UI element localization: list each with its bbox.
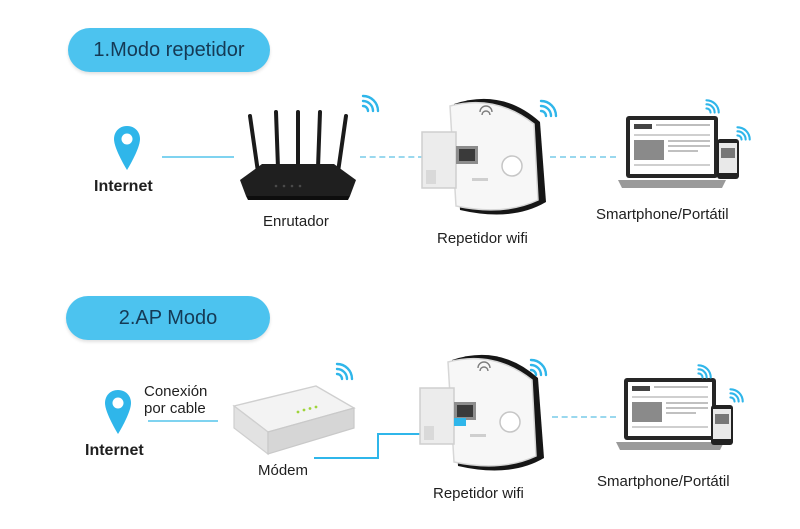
wifi-signal-icon (361, 94, 380, 113)
wifi-signal-icon (539, 99, 558, 118)
link-line (550, 156, 616, 158)
link-line (552, 416, 616, 418)
wifi-signal-icon (529, 358, 548, 377)
section-2-title-text: 2.AP Modo (118, 306, 218, 329)
wifi-signal-icon (736, 126, 751, 141)
internet-label: Internet (94, 178, 153, 195)
link-line (360, 156, 424, 158)
internet-pin-icon (114, 126, 140, 170)
section-1-title: 1.Modo repetidor (68, 28, 270, 72)
repeater-device-icon (419, 354, 544, 471)
router-label: Enrutador (263, 213, 329, 230)
cable-connection-label: Conexión por cable (144, 383, 208, 417)
clients-label: Smartphone/Portátil (597, 473, 730, 490)
laptop-icon (618, 116, 726, 188)
modem-label: Módem (258, 462, 309, 479)
router-icon (240, 110, 356, 200)
wifi-signal-icon (697, 364, 712, 379)
link-line (148, 420, 218, 422)
smartphone-icon (711, 405, 733, 445)
section-2-title: 2.AP Modo (66, 296, 270, 340)
wifi-signal-icon (705, 99, 720, 114)
internet-label: Internet (85, 442, 144, 459)
wifi-signal-icon (335, 362, 354, 381)
modem-icon (232, 385, 356, 456)
repeater-label: Repetidor wifi (433, 485, 524, 502)
repeater-label: Repetidor wifi (437, 230, 528, 247)
link-line (162, 156, 234, 158)
wifi-signal-icon (729, 388, 744, 403)
repeater-device-icon (421, 98, 546, 215)
section-1-title-text: 1.Modo repetidor (93, 38, 245, 61)
internet-pin-icon (105, 390, 131, 434)
ethernet-cable (314, 433, 458, 459)
laptop-icon (616, 378, 724, 450)
clients-label: Smartphone/Portátil (596, 206, 729, 223)
smartphone-icon (717, 139, 739, 179)
